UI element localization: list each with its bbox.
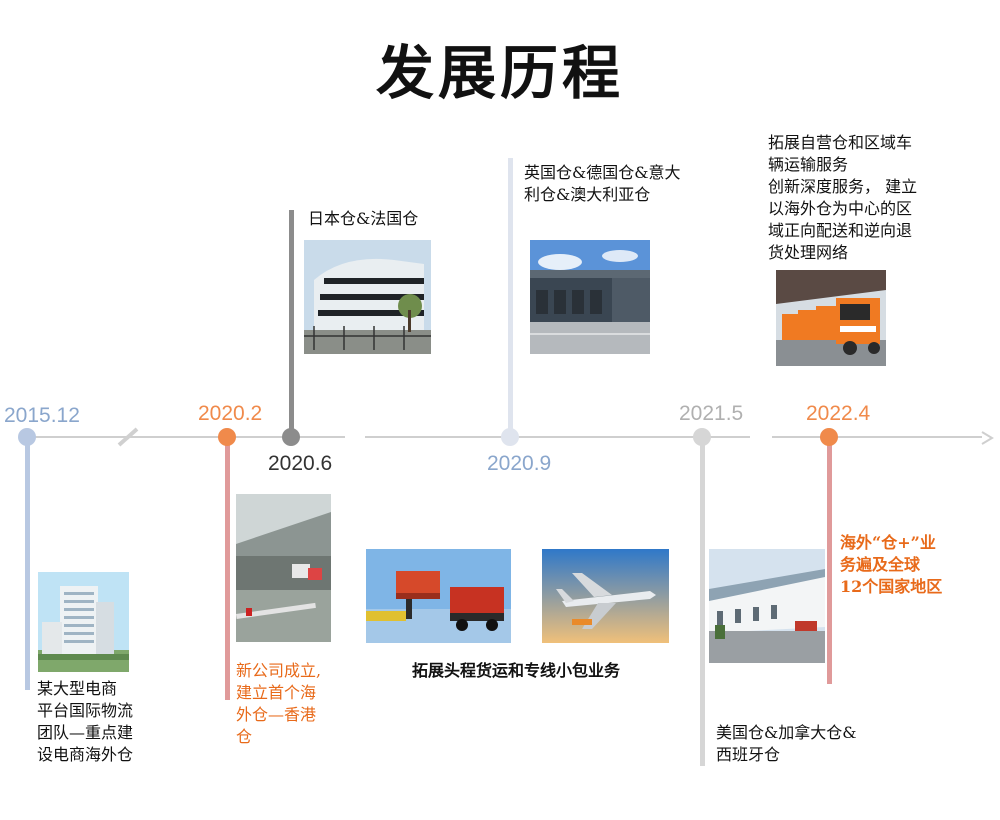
- milestone-date-2022-4: 2022.4: [806, 402, 871, 425]
- milestone-bar-2015-12: [25, 440, 30, 690]
- desc-line: 辆运输服务: [768, 155, 849, 174]
- desc-line: 西班牙仓: [716, 745, 781, 764]
- milestone-bar-2020-9: [508, 158, 513, 436]
- cargo-plane-photo: [542, 549, 669, 643]
- milestone-bar-2020-2: [225, 440, 230, 700]
- milestone-desc-2020-6: 日本仓&法国仓: [308, 208, 468, 230]
- desc-line: 12个国家地区: [840, 577, 943, 596]
- page-title: 发展历程: [375, 39, 624, 107]
- milestone-dot-2022-4: [820, 428, 838, 446]
- europe-warehouse-photo: [530, 240, 650, 354]
- milestone-desc-2020-2: 新公司成立, 建立首个海 外仓—香港 仓: [236, 660, 346, 748]
- extension-desc: 拓展自营仓和区域车 辆运输服务 创新深度服务， 建立 以海外仓为中心的区 域正向…: [768, 132, 968, 264]
- milestone-date-2020-9: 2020.9: [487, 452, 552, 475]
- timeline-axis-segment-3: [772, 436, 982, 438]
- desc-line: 英国仓&德国仓&意大: [524, 163, 681, 182]
- milestone-dot-2020-9: [501, 428, 519, 446]
- milestone-dot-2020-6: [282, 428, 300, 446]
- milestone-date-2020-6: 2020.6: [268, 452, 333, 475]
- desc-line: 务遍及全球: [840, 555, 921, 574]
- milestone-desc-2021-5: 美国仓&加拿大仓& 西班牙仓: [716, 722, 906, 766]
- axis-arrow-icon: [980, 430, 994, 449]
- milestone-date-2020-2: 2020.2: [198, 402, 263, 425]
- desc-line: 利仓&澳大利亚仓: [524, 185, 651, 204]
- milestone-desc-2020-9: 英国仓&德国仓&意大 利仓&澳大利亚仓: [524, 162, 724, 206]
- desc-line: 建立首个海: [236, 683, 317, 702]
- office-tower-photo: [38, 572, 129, 672]
- desc-line: 货处理网络: [768, 243, 849, 262]
- hong-kong-warehouse-photo: [236, 494, 331, 642]
- desc-line: 创新深度服务， 建立: [768, 177, 918, 196]
- milestone-bar-2020-6: [289, 210, 294, 435]
- container-truck-photo: [366, 549, 511, 643]
- milestone-bar-2021-5: [700, 440, 705, 766]
- us-warehouse-photo: [709, 549, 825, 663]
- milestone-desc-2015-12: 某大型电商 平台国际物流 团队—重点建 设电商海外仓: [37, 678, 177, 766]
- desc-line: 日本仓&法国仓: [308, 209, 419, 228]
- desc-line: 某大型电商: [37, 679, 118, 698]
- milestone-dot-2020-2: [218, 428, 236, 446]
- milestone-date-2021-5: 2021.5: [679, 402, 744, 425]
- milestone-bar-2022-4: [827, 440, 832, 684]
- milestone-dot-2021-5: [693, 428, 711, 446]
- desc-line: 设电商海外仓: [37, 745, 134, 764]
- desc-line: 团队—重点建: [37, 723, 134, 742]
- timeline-axis-segment-1: [20, 436, 345, 438]
- desc-line: 以海外仓为中心的区: [768, 199, 913, 218]
- desc-line: 海外“仓+”业: [840, 533, 936, 552]
- japan-warehouse-photo: [304, 240, 431, 354]
- timeline-axis-segment-2: [365, 436, 750, 438]
- milestone-desc-2022-4: 海外“仓+”业 务遍及全球 12个国家地区: [840, 532, 990, 598]
- desc-line: 新公司成立,: [236, 661, 322, 680]
- desc-line: 拓展自营仓和区域车: [768, 133, 913, 152]
- axis-break-icon: [116, 426, 140, 452]
- orange-truck-fleet-photo: [776, 270, 886, 366]
- desc-line: 仓: [236, 727, 253, 746]
- milestone-date-2015-12: 2015.12: [4, 404, 80, 427]
- desc-line: 域正向配送和逆向退: [768, 221, 913, 240]
- milestone-dot-2015-12: [18, 428, 36, 446]
- desc-line: 平台国际物流: [37, 701, 134, 720]
- freight-caption: 拓展头程货运和专线小包业务: [412, 661, 621, 680]
- desc-line: 美国仓&加拿大仓&: [716, 723, 857, 742]
- desc-line: 外仓—香港: [236, 705, 317, 724]
